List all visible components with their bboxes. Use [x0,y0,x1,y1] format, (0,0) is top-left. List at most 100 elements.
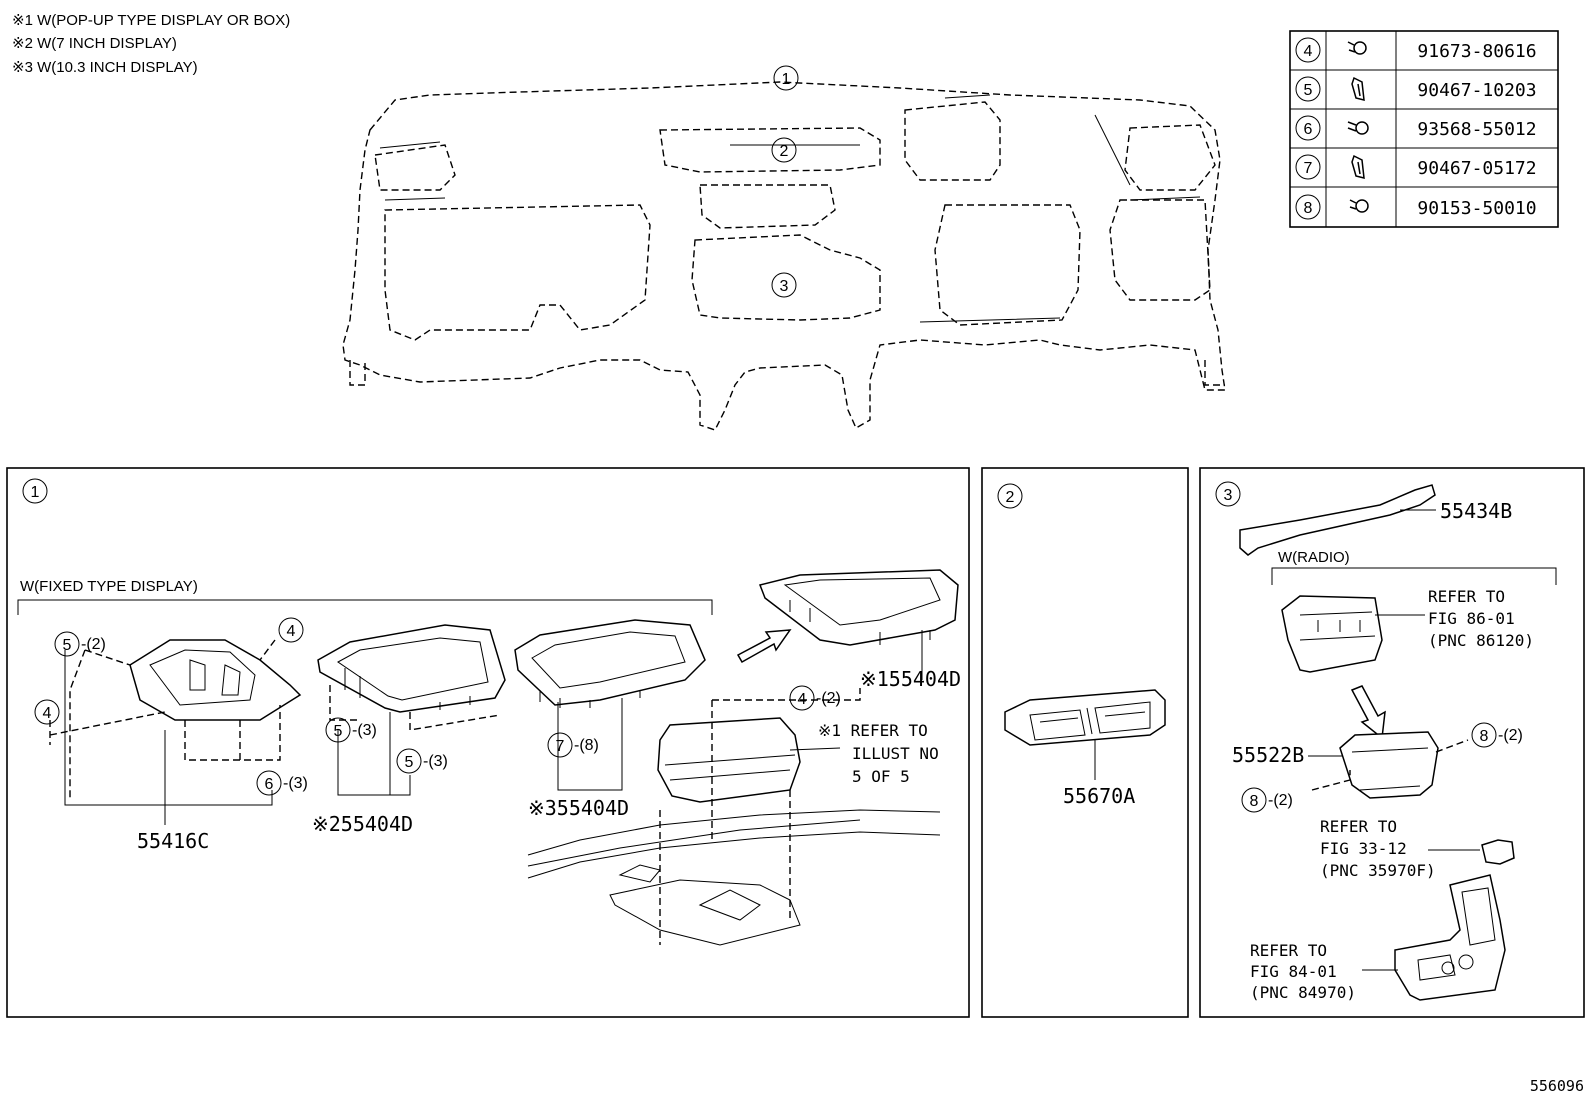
header-notes: ※1 W(POP-UP TYPE DISPLAY OR BOX) ※2 W(7 … [12,12,290,76]
part-number-55416c: 55416C [137,829,209,853]
svg-text:5: 5 [63,637,72,654]
panel-1-number: 1 [31,484,40,501]
part-number-55404d-7inch: ※255404D [312,812,413,836]
popup-display-drawing [657,717,801,803]
fastener-table-frame [1289,30,1559,228]
svg-text:4: 4 [43,705,52,722]
fastener-table: 4 91673-80616 5 90467-10203 6 93568-5501… [1289,30,1559,228]
svg-text:6: 6 [265,776,274,793]
callout-quantity: -(3) [352,722,377,739]
panel-3: 3 55434B W(RADIO) REFER TO FIG 86-01 (PN… [1199,467,1585,1018]
radio-unit-drawing [1281,595,1383,673]
panel-1: 1 W(FIXED TYPE DISPLAY) 5 -(2) 4 4 6 -(3… [6,467,970,1018]
callout-quantity: -(2) [81,636,106,653]
callout-quantity: -(8) [574,737,599,754]
bezel-10inch-drawing [514,619,706,708]
svg-text:7: 7 [556,738,565,755]
radio-refer-line-3: (PNC 86120) [1428,631,1534,650]
figure-id: 556096 [1530,1077,1584,1095]
callout-4: 4 [278,617,304,643]
arrow-icon [1350,685,1386,740]
fastener-ref: 4 [1304,43,1313,60]
fastener-row: 8 90153-50010 [1295,194,1537,220]
callout-4: 4 -(2) [789,685,841,711]
fastener-row: 7 90467-05172 [1295,154,1537,180]
console-refer-line-3: (PNC 84970) [1250,983,1356,1002]
usb-refer-line-1: REFER TO [1320,817,1397,836]
callout-quantity: -(3) [423,753,448,770]
svg-text:4: 4 [287,623,296,640]
part-number-55434b: 55434B [1440,499,1512,523]
svg-text:5: 5 [405,754,414,771]
clip-icon [1351,154,1365,179]
fastener-row: 4 91673-80616 [1295,37,1537,63]
display-unit-55522b-drawing [1339,731,1439,799]
clip-icon [1351,76,1365,101]
callout-6: 6 -(3) [256,770,308,796]
refer-note-line-2: ILLUST NO [852,744,939,763]
callout-quantity: -(2) [1268,792,1293,809]
callout-quantity: -(2) [1498,727,1523,744]
svg-text:8: 8 [1480,728,1489,745]
radio-group-label: W(RADIO) [1278,549,1350,566]
fixed-display-group-label: W(FIXED TYPE DISPLAY) [20,578,198,595]
overview-callout: 2 [771,137,797,163]
air-vent-55670a-drawing [1004,689,1166,746]
panel-3-number: 3 [1224,487,1233,504]
dashboard-section-drawing [527,809,941,946]
fastener-ref: 7 [1304,160,1313,177]
fastener-part-number: 90467-05172 [1417,158,1536,179]
svg-text:8: 8 [1250,793,1259,810]
console-refer-line-1: REFER TO [1250,941,1327,960]
usb-port-drawing [1481,839,1515,865]
usb-refer-line-3: (PNC 35970F) [1320,861,1436,880]
refer-note-line-1: ※1 REFER TO [818,721,928,740]
panel-2-frame [981,467,1189,1018]
callout-5: 5 -(3) [325,717,377,743]
trim-strip-55434b-drawing [1239,484,1436,556]
callout-5: 5 -(2) [54,631,106,657]
part-number-55670a: 55670A [1063,784,1135,808]
panel-2-number: 2 [1006,489,1015,506]
callout-quantity: -(3) [283,775,308,792]
console-panel-drawing [1394,874,1506,1001]
radio-refer-line-2: FIG 86-01 [1428,609,1515,628]
overview-callout-label: 3 [780,278,789,295]
panel-2: 2 55670A [981,467,1189,1018]
arrow-icon [736,629,792,664]
svg-text:5: 5 [334,723,343,740]
bezel-7inch-drawing [317,624,506,713]
fastener-part-number: 90153-50010 [1417,198,1536,219]
bolt-icon [1347,41,1367,55]
overview-callout-label: 1 [782,71,791,88]
overview-callout-label: 2 [780,143,789,160]
header-note-1: ※1 W(POP-UP TYPE DISPLAY OR BOX) [12,12,290,29]
console-refer-line-2: FIG 84-01 [1250,962,1337,981]
bezel-popup-drawing [758,569,959,646]
overview-callout: 1 [773,65,799,91]
fastener-ref: 5 [1304,82,1313,99]
svg-text:4: 4 [798,691,807,708]
dashboard-overview: 1 2 3 [342,65,1226,431]
callout-8: 8 -(2) [1241,787,1293,813]
header-note-3: ※3 W(10.3 INCH DISPLAY) [12,59,198,76]
callout-4: 4 [34,699,60,725]
fastener-ref: 8 [1304,200,1313,217]
refer-note-line-3: 5 OF 5 [852,767,910,786]
callout-8: 8 -(2) [1471,722,1523,748]
callout-5: 5 -(3) [396,748,448,774]
callout-quantity: -(2) [816,690,841,707]
screw-icon [1347,121,1369,135]
header-note-2: ※2 W(7 INCH DISPLAY) [12,35,177,52]
fastener-row: 5 90467-10203 [1295,76,1537,102]
usb-refer-line-2: FIG 33-12 [1320,839,1407,858]
fastener-ref: 6 [1304,121,1313,138]
panel-1-frame [6,467,970,1018]
panel-3-frame [1199,467,1585,1018]
fastener-part-number: 90467-10203 [1417,80,1536,101]
overview-callout: 3 [771,272,797,298]
fastener-part-number: 91673-80616 [1417,41,1536,62]
radio-refer-line-1: REFER TO [1428,587,1505,606]
fastener-part-number: 93568-55012 [1417,119,1536,140]
